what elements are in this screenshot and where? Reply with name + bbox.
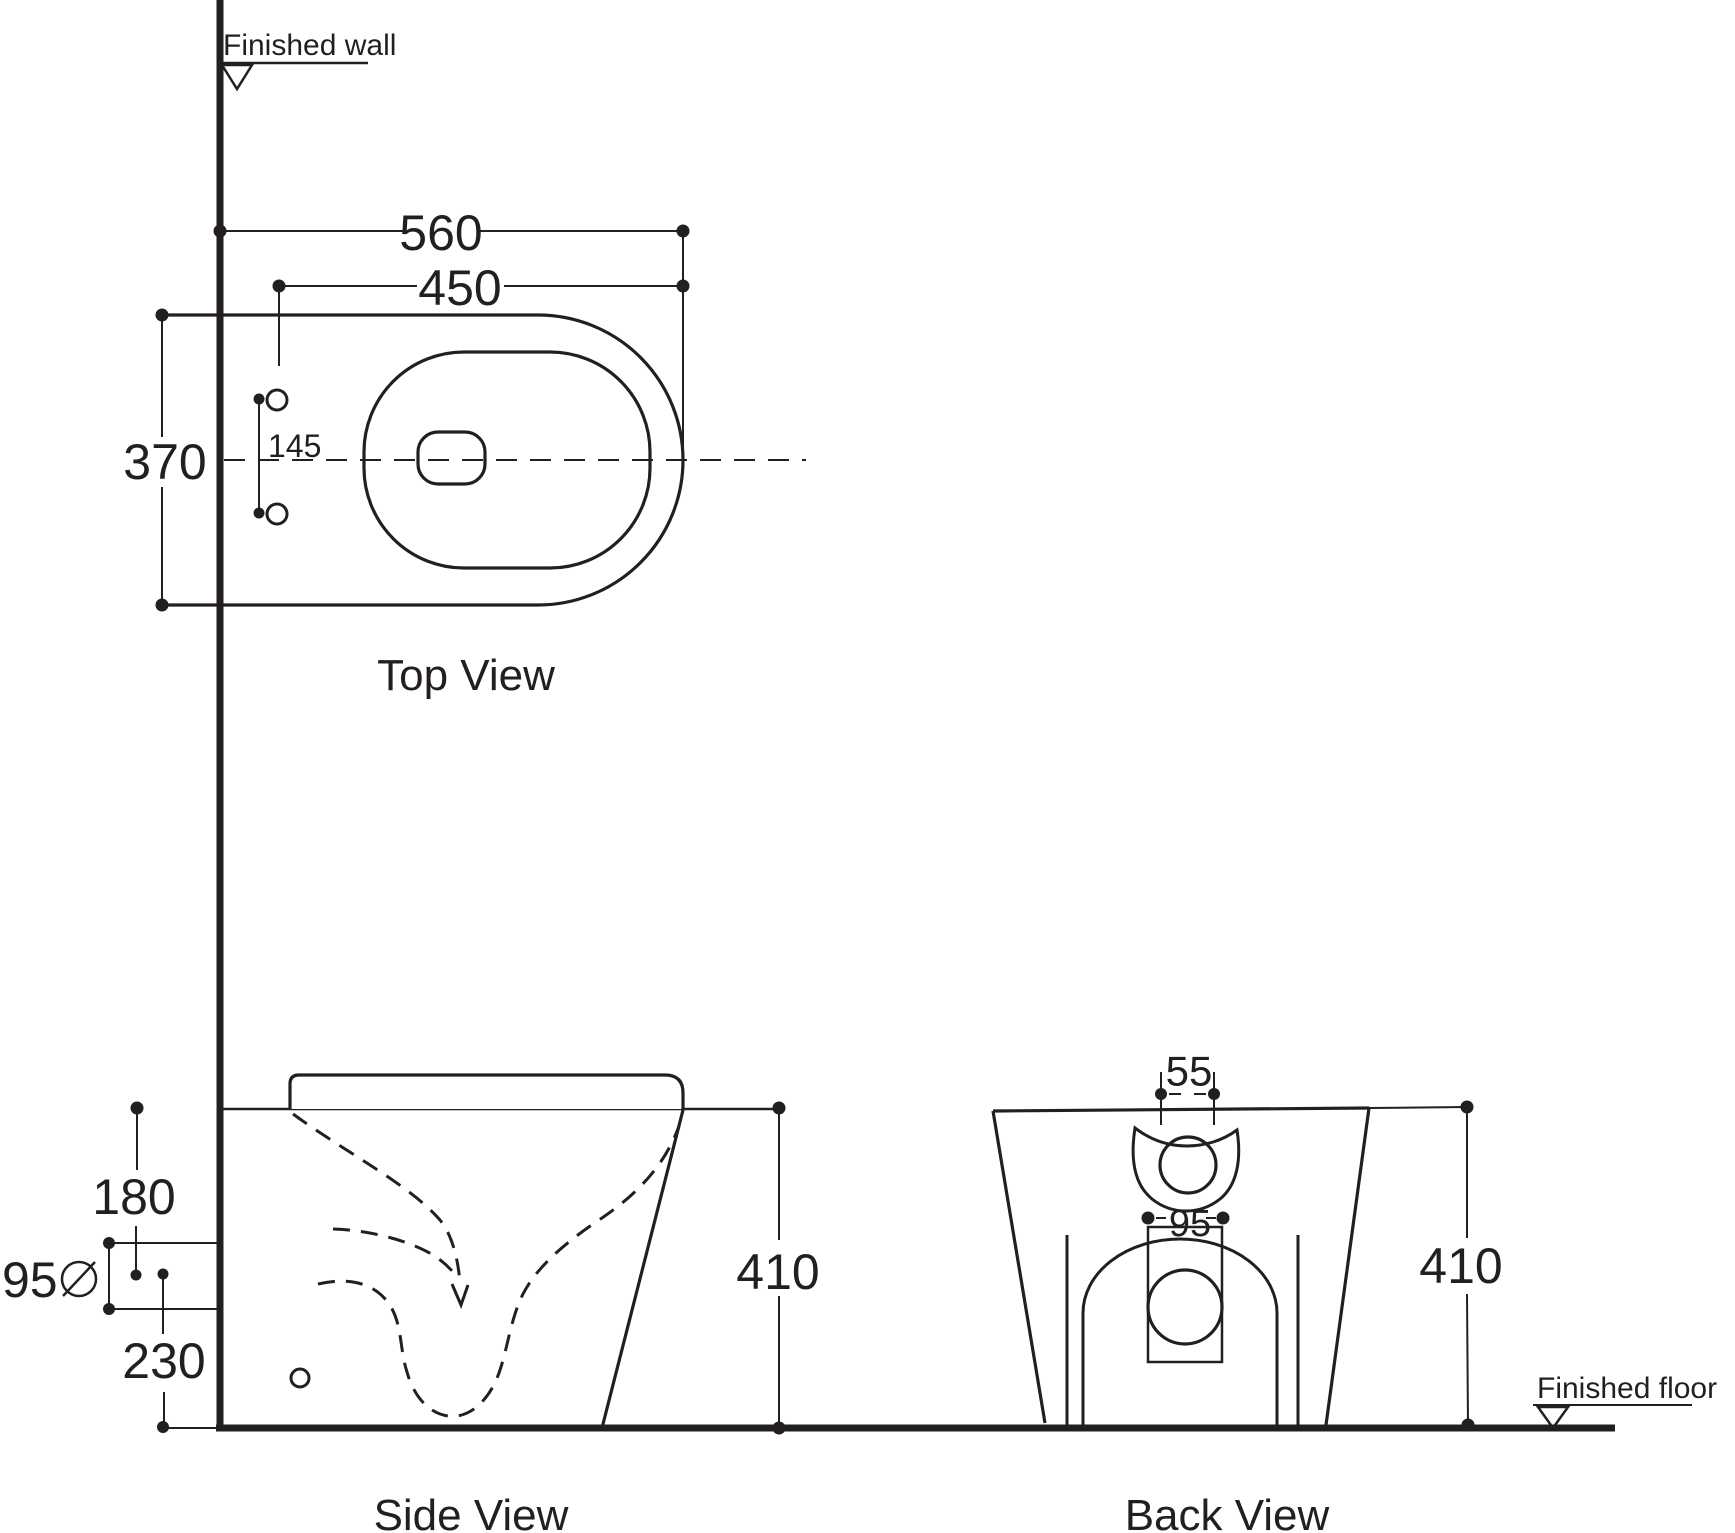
dim-145-dot-top bbox=[253, 393, 265, 405]
dim-95-dot-top bbox=[103, 1237, 115, 1249]
finished-floor-label: Finished floor bbox=[1537, 1372, 1717, 1405]
dim-95-dot-bottom bbox=[103, 1303, 115, 1315]
dim-410-side: 410 bbox=[736, 1101, 820, 1435]
back-view-label: Back View bbox=[1125, 1491, 1330, 1533]
dim-450-text: 450 bbox=[418, 260, 501, 316]
trap-dashed-line-middle bbox=[332, 1227, 459, 1278]
finished-wall-annotation: Finished wall bbox=[219, 29, 396, 92]
back-view-right-edge bbox=[1324, 1107, 1371, 1426]
dim-180: 180 bbox=[92, 1101, 176, 1281]
diameter-symbol-slash bbox=[62, 1261, 96, 1297]
dim-410-back: 410 bbox=[1368, 1100, 1503, 1432]
diameter-symbol-circle bbox=[60, 1260, 98, 1298]
top-view-flush-outlet bbox=[416, 430, 487, 486]
diameter-symbol-icon bbox=[60, 1260, 98, 1298]
wall-datum-triangle-icon bbox=[219, 63, 255, 92]
top-view-label: Top View bbox=[377, 651, 555, 700]
dim-230: 230 bbox=[122, 1268, 218, 1433]
dim-560-dot-right bbox=[676, 224, 690, 238]
side-view-front-edge bbox=[600, 1109, 685, 1429]
floor-datum-triangle-icon bbox=[1535, 1405, 1571, 1431]
dim-410-back-extension bbox=[1368, 1106, 1468, 1109]
inlet-circle bbox=[1158, 1135, 1218, 1195]
dim-145-dot-bottom bbox=[253, 507, 265, 519]
dim-55: 55 bbox=[1155, 1048, 1220, 1125]
flow-arrow-icon bbox=[450, 1283, 470, 1310]
finished-floor-annotation: Finished floor bbox=[1533, 1372, 1717, 1431]
dim-560-dot-left bbox=[213, 224, 227, 238]
dim-370-dot-top bbox=[155, 308, 169, 322]
dim-450: 450 bbox=[272, 260, 690, 366]
dim-95-back-dot-left bbox=[1141, 1211, 1155, 1225]
dim-95-outlet: 95 bbox=[2, 1237, 218, 1315]
dim-95-back: 95 bbox=[1141, 1203, 1230, 1245]
top-view: 560 450 370 145 Top View bbox=[123, 205, 806, 700]
dim-55-dot-right bbox=[1208, 1088, 1220, 1100]
trap-dashed-line-lower bbox=[317, 1125, 681, 1418]
fixing-hole-bottom bbox=[265, 502, 289, 526]
back-view: 55 95 410 Back View bbox=[991, 1048, 1503, 1533]
dim-560: 560 bbox=[213, 205, 690, 261]
side-view-label: Side View bbox=[374, 1491, 569, 1533]
dim-180-dot-bottom bbox=[130, 1269, 142, 1281]
dim-95-back-dot-right bbox=[1216, 1211, 1230, 1225]
dim-370: 370 bbox=[123, 308, 207, 612]
dim-370-text: 370 bbox=[123, 434, 206, 490]
dim-55-text: 55 bbox=[1166, 1048, 1213, 1095]
dim-560-text: 560 bbox=[399, 205, 482, 261]
dim-145-text: 145 bbox=[268, 428, 321, 464]
fixing-hole-top bbox=[265, 388, 289, 412]
outlet-box bbox=[1146, 1225, 1224, 1364]
dim-145: 145 bbox=[253, 393, 321, 519]
side-view: 180 95 230 bbox=[2, 1073, 820, 1533]
dim-370-dot-bottom bbox=[155, 598, 169, 612]
dim-410-back-line-bottom bbox=[1466, 1293, 1469, 1426]
side-view-fixing-hole bbox=[289, 1367, 311, 1389]
trap-dashed-line-upper bbox=[292, 1112, 462, 1284]
dim-95-back-text: 95 bbox=[1169, 1203, 1211, 1245]
dim-410-side-text: 410 bbox=[736, 1244, 819, 1300]
dim-410-back-text: 410 bbox=[1419, 1238, 1502, 1294]
back-view-arch bbox=[1081, 1237, 1279, 1425]
back-view-top-edge bbox=[992, 1106, 1370, 1113]
back-view-left-edge bbox=[991, 1110, 1047, 1424]
dim-55-dot-left bbox=[1155, 1088, 1167, 1100]
dim-230-text: 230 bbox=[122, 1333, 205, 1389]
outlet-circle bbox=[1146, 1268, 1224, 1346]
finished-wall-label: Finished wall bbox=[223, 29, 396, 62]
inlet-spigot-shield bbox=[1131, 1125, 1241, 1213]
side-view-seat bbox=[288, 1073, 685, 1109]
dim-180-text: 180 bbox=[92, 1169, 175, 1225]
dim-95-text: 95 bbox=[2, 1252, 58, 1308]
dim-450-dot-left bbox=[272, 279, 286, 293]
